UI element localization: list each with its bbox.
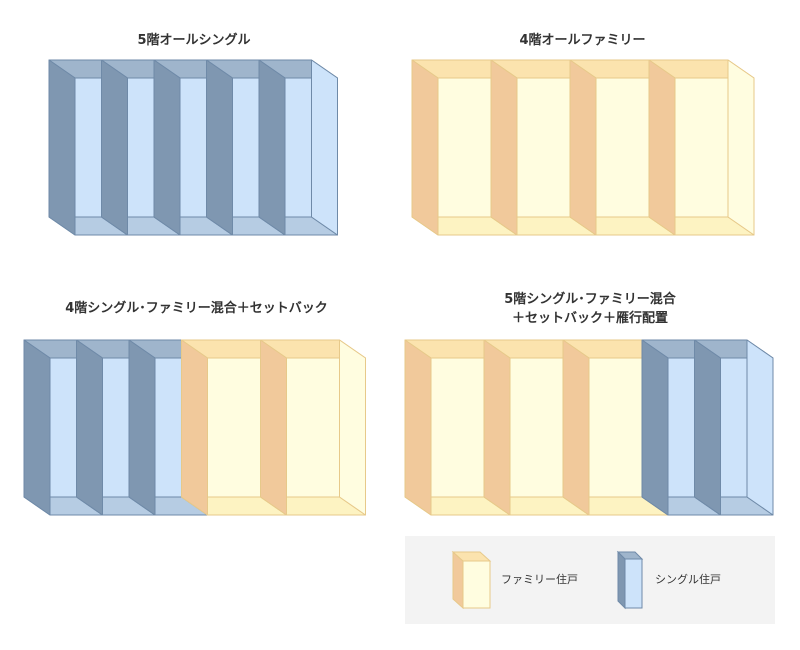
single-unit-front bbox=[232, 77, 260, 218]
family-unit-front bbox=[588, 357, 643, 498]
family-unit-side bbox=[404, 339, 432, 516]
end-wall bbox=[311, 59, 338, 236]
single-unit bbox=[23, 339, 103, 516]
single-unit-side bbox=[153, 59, 181, 236]
single-unit-front bbox=[49, 357, 77, 498]
diagram-title-2: 4階オールファミリー bbox=[519, 33, 646, 48]
family-unit-front bbox=[509, 357, 564, 498]
single-unit-front bbox=[667, 357, 695, 498]
family-unit-side bbox=[411, 59, 439, 236]
family-unit-front bbox=[674, 77, 729, 218]
family-unit bbox=[404, 339, 511, 516]
single-unit-front bbox=[74, 77, 102, 218]
family-unit-front bbox=[207, 357, 261, 498]
single-unit-side bbox=[23, 339, 51, 516]
single-unit-legend-label: シングル住戸 bbox=[655, 573, 721, 586]
single-unit-side bbox=[48, 59, 76, 236]
single-unit-front bbox=[154, 357, 182, 498]
single-unit-front bbox=[179, 77, 207, 218]
single-unit-front bbox=[720, 357, 748, 498]
family-unit-side bbox=[483, 339, 511, 516]
family-unit-front bbox=[595, 77, 650, 218]
family-unit-side bbox=[569, 59, 597, 236]
single-unit-front bbox=[102, 357, 130, 498]
family-unit-legend-label: ファミリー住戸 bbox=[501, 573, 578, 586]
family-unit-legend-icon bbox=[451, 550, 492, 610]
end-wall bbox=[727, 59, 755, 236]
single-unit-side bbox=[694, 339, 721, 516]
end-wall bbox=[339, 339, 366, 516]
single-unit-side bbox=[258, 59, 286, 236]
family-unit-front bbox=[286, 357, 340, 498]
family-unit bbox=[490, 59, 597, 236]
end-wall bbox=[746, 339, 774, 516]
legend: ファミリー住戸 シングル住戸 bbox=[405, 536, 775, 624]
single-unit-side bbox=[206, 59, 233, 236]
diagram-title-1: 5階オールシングル bbox=[137, 33, 251, 48]
single-unit-side bbox=[101, 59, 128, 236]
single-unit-side bbox=[128, 339, 156, 516]
family-unit-side bbox=[181, 339, 208, 516]
single-unit-side bbox=[641, 339, 669, 516]
legend-swatches bbox=[451, 550, 644, 610]
single-unit-side bbox=[76, 339, 103, 516]
family-unit-side bbox=[260, 339, 287, 516]
family-unit-side bbox=[648, 59, 676, 236]
family-unit-front bbox=[516, 77, 571, 218]
family-unit-side bbox=[490, 59, 518, 236]
single-unit-front bbox=[127, 77, 155, 218]
family-unit-front bbox=[430, 357, 485, 498]
single-unit-legend-icon bbox=[616, 550, 644, 610]
diagram-title-4: 5階シングル･ファミリー混合 ＋セットバック＋雁行配置 bbox=[504, 292, 676, 326]
building-diagram-1 bbox=[48, 59, 338, 236]
diagram-title-3: 4階シングル･ファミリー混合＋セットバック bbox=[65, 301, 328, 316]
single-unit-front bbox=[284, 77, 312, 218]
family-unit-side bbox=[562, 339, 590, 516]
building-diagram-3 bbox=[23, 339, 366, 516]
family-unit bbox=[260, 339, 366, 516]
building-diagram-4 bbox=[404, 339, 774, 516]
family-unit-front bbox=[437, 77, 492, 218]
building-diagram-2 bbox=[411, 59, 755, 236]
